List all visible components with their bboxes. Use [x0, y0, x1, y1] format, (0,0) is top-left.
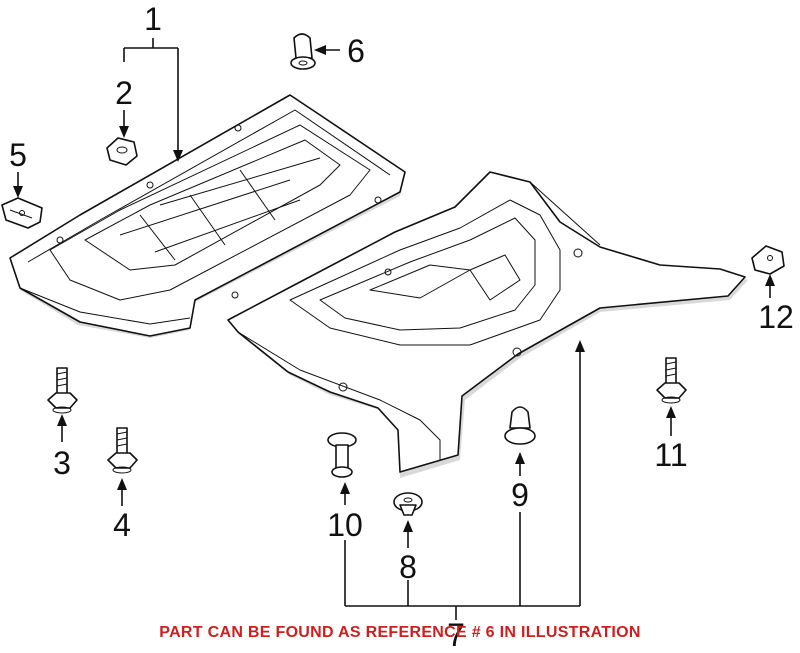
bolt-11 — [656, 357, 687, 404]
bolt-3 — [47, 367, 78, 414]
callout-2: 2 — [115, 75, 133, 111]
callout-9: 9 — [511, 477, 529, 513]
callout-12: 12 — [758, 299, 794, 335]
callout-11: 11 — [654, 437, 687, 473]
callout-4: 4 — [113, 507, 131, 543]
push-rivet-9 — [504, 406, 536, 445]
callout-8: 8 — [399, 549, 417, 585]
callout-5: 5 — [9, 137, 27, 173]
clip-8 — [393, 492, 423, 516]
bolt-4 — [107, 427, 138, 474]
bracket-clip-5 — [1, 197, 43, 229]
reference-note: PART CAN BE FOUND AS REFERENCE # 6 IN IL… — [159, 624, 641, 641]
callout-10: 10 — [327, 507, 363, 543]
callout-3: 3 — [53, 445, 71, 481]
callout-6: 6 — [347, 33, 365, 69]
push-pin-6 — [290, 33, 316, 70]
stud-10 — [327, 432, 357, 478]
callout-7: 7 — [447, 617, 465, 653]
bracket-clip-12 — [751, 245, 785, 275]
leader-lines — [13, 38, 775, 620]
front-underbody-shield — [9, 94, 406, 338]
callout-labels: 1 2 5 6 3 4 11 12 10 8 9 7 — [9, 1, 794, 653]
clip-nut-2 — [106, 137, 138, 166]
rear-underbody-shield — [227, 171, 748, 478]
callout-1: 1 — [144, 1, 162, 37]
